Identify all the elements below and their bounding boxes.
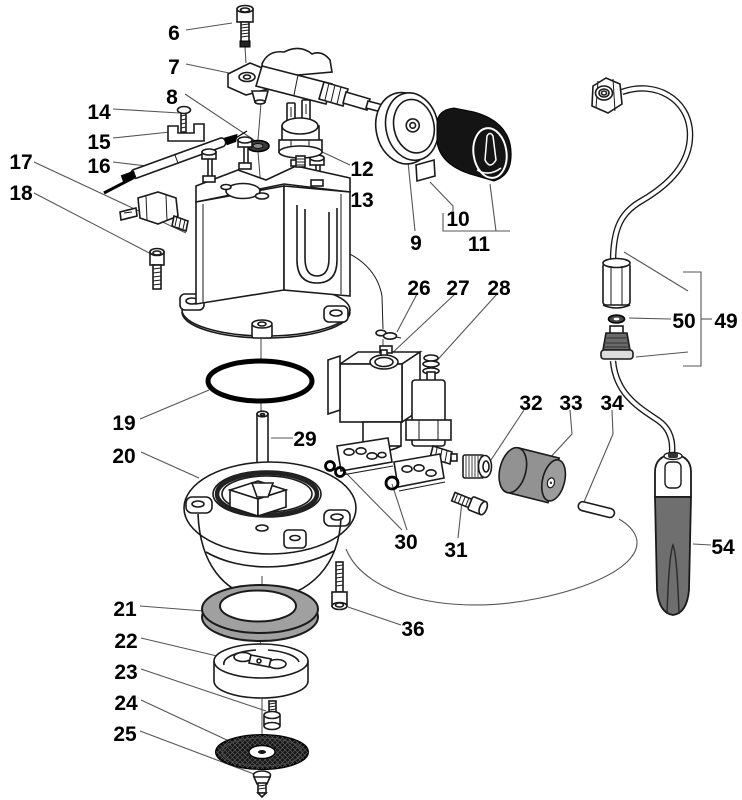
part-31-screw — [450, 491, 489, 516]
part-label-7: 7 — [168, 56, 180, 79]
part-label-27: 27 — [446, 277, 469, 300]
part-19-o-ring — [205, 358, 315, 404]
part-label-17: 17 — [9, 151, 32, 174]
part-11-knob — [436, 107, 512, 182]
part-24-shower-screen — [215, 734, 309, 770]
part-54-steam-handle — [654, 451, 692, 616]
part-6-socket-bolt — [236, 4, 254, 48]
part-label-9: 9 — [410, 232, 422, 255]
pipe-coupler — [602, 257, 631, 309]
part-36-socket-bolt — [331, 561, 348, 611]
part-label-11: 11 — [468, 233, 491, 256]
part-label-49: 49 — [714, 310, 737, 333]
part-14-screw — [176, 105, 192, 133]
part-label-21: 21 — [113, 598, 137, 621]
part-12-thermostat — [278, 99, 323, 168]
part-label-14: 14 — [87, 101, 111, 124]
pipe-fitting — [600, 325, 634, 360]
part-label-28: 28 — [487, 277, 511, 300]
part-label-8: 8 — [166, 86, 178, 109]
part-18-socket-bolt — [149, 247, 165, 290]
part-16-sensor-tube — [103, 130, 248, 195]
part-labels: 6 7 8 14 15 16 17 18 12 13 9 10 11 26 27… — [9, 22, 737, 746]
part-28-valve-body — [405, 354, 458, 466]
part-15-bracket — [167, 123, 205, 142]
part-21-group-gasket — [201, 584, 319, 642]
part-26-clip — [375, 329, 402, 340]
part-9-gauge-membrane — [374, 91, 440, 165]
part-34-pin — [577, 500, 616, 519]
part-22-shower-holder — [213, 643, 309, 699]
part-label-20: 20 — [112, 445, 135, 468]
part-label-34: 34 — [600, 392, 624, 415]
part-label-50: 50 — [672, 310, 695, 333]
part-label-19: 19 — [112, 412, 135, 435]
part-label-13: 13 — [350, 189, 373, 212]
part-label-18: 18 — [9, 182, 33, 205]
part-label-10: 10 — [446, 208, 469, 231]
part-label-12: 12 — [350, 158, 373, 181]
part-label-23: 23 — [114, 661, 137, 684]
part-33-damper-cylinder — [498, 446, 567, 504]
part-27-solenoid-coil — [327, 345, 423, 452]
part-label-54: 54 — [711, 536, 735, 559]
part-7-steam-valve-assembly — [227, 47, 410, 119]
part-label-30: 30 — [394, 531, 417, 554]
part-10-label-plate — [415, 158, 436, 183]
part-25-screw — [252, 770, 272, 799]
part-32-knurled-nut — [462, 454, 493, 479]
part-label-32: 32 — [519, 392, 542, 415]
part-label-36: 36 — [401, 618, 424, 641]
part-label-26: 26 — [407, 277, 430, 300]
leader-lines — [33, 22, 712, 775]
part-label-25: 25 — [113, 723, 137, 746]
part-label-31: 31 — [444, 539, 468, 562]
part-50-o-ring — [607, 314, 626, 324]
part-30-o-rings — [324, 460, 400, 491]
pipe-nut — [591, 77, 623, 114]
part-label-33: 33 — [559, 392, 582, 415]
bracket-49 — [683, 271, 712, 367]
part-label-24: 24 — [114, 692, 138, 715]
part-13-boiler — [179, 132, 351, 339]
part-label-29: 29 — [293, 428, 316, 451]
part-17-pressure-stat — [119, 191, 189, 233]
part-label-16: 16 — [87, 155, 110, 178]
steam-hose-path-curve — [345, 518, 638, 606]
part-20-group-body — [183, 461, 357, 601]
part-label-15: 15 — [87, 131, 111, 154]
part-23-screw — [263, 700, 281, 731]
part-label-6: 6 — [168, 22, 180, 45]
part-label-22: 22 — [114, 630, 137, 653]
part-49-pipe-assembly — [591, 77, 694, 454]
